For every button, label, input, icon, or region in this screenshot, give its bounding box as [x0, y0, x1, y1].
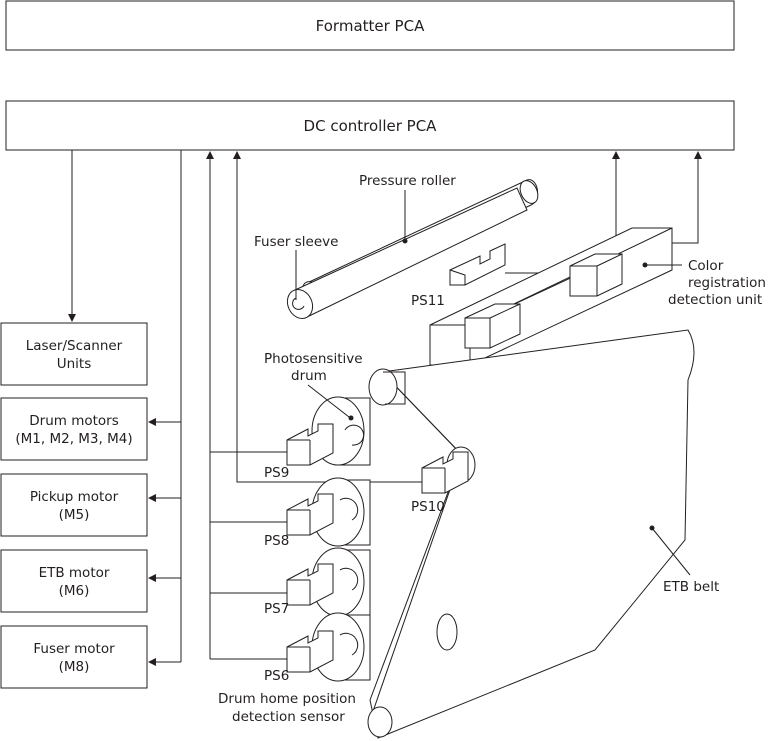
color-registration-line — [672, 151, 702, 244]
drum-motors-box: Drum motors (M1, M2, M3, M4) — [0, 397, 148, 461]
color-registration-label-line2: registration — [688, 275, 766, 291]
drum-motors-label-line1: Drum motors — [29, 413, 119, 429]
etb-motor-box: ETB motor (M6) — [0, 549, 148, 613]
fuser-assembly — [286, 179, 539, 320]
ps11-label: PS11 — [411, 293, 445, 309]
pickup-motor-box: Pickup motor (M5) — [0, 473, 148, 537]
etb-roller-lower — [436, 613, 458, 651]
laser-scanner-label-line2: Units — [57, 356, 92, 372]
drum-home-sensor-label-line2: detection sensor — [232, 709, 345, 725]
ps8-sensor — [286, 493, 334, 536]
photosensitive-drum-label-line2: drum — [291, 368, 327, 384]
fuser-motor-label-line2: (M8) — [59, 659, 90, 675]
pickup-motor-label-line2: (M5) — [59, 507, 90, 523]
ps6-sensor — [286, 630, 334, 673]
fuser-motor-label-line1: Fuser motor — [33, 641, 115, 657]
etb-motor-label-line1: ETB motor — [39, 565, 110, 581]
ps7-label: PS7 — [264, 601, 289, 617]
laser-scanner-box: Laser/Scanner Units — [0, 322, 148, 386]
pressure-roller-label: Pressure roller — [359, 173, 456, 189]
dc-controller-pca-box: DC controller PCA — [5, 100, 735, 151]
formatter-pca-label: Formatter PCA — [316, 17, 425, 35]
ps8-label: PS8 — [264, 533, 289, 549]
fuser-motor-box: Fuser motor (M8) — [0, 625, 148, 689]
etb-roller-bottom — [367, 706, 393, 738]
ps10-label: PS10 — [411, 499, 445, 515]
color-registration-unit — [429, 227, 682, 366]
connection-lines — [68, 150, 702, 666]
etb-belt — [367, 329, 695, 739]
fuser-sleeve-rotation-icon — [292, 297, 305, 310]
ps10-sensor — [421, 451, 469, 494]
laser-scanner-label-line1: Laser/Scanner — [26, 338, 123, 354]
dc-controller-pca-label: DC controller PCA — [304, 117, 438, 135]
drum-home-sensor-label-line1: Drum home position — [218, 691, 356, 707]
fuser-sleeve — [286, 187, 528, 320]
formatter-pca-box: Formatter PCA — [5, 0, 735, 51]
etb-motor-label-line2: (M6) — [59, 583, 90, 599]
ps6-label: PS6 — [264, 668, 289, 684]
fuser-sleeve-label: Fuser sleeve — [254, 234, 338, 250]
ps9-label: PS9 — [264, 465, 289, 481]
ps11-sensor — [449, 243, 506, 286]
pickup-motor-label-line1: Pickup motor — [30, 489, 119, 505]
color-registration-label-line3: detection unit — [668, 292, 762, 308]
ps7-sensor — [286, 563, 334, 606]
etb-roller-top — [368, 368, 398, 406]
color-registration-label-line1: Color — [688, 258, 724, 274]
ps9-sensor — [286, 423, 334, 466]
drum-motors-label-line2: (M1, M2, M3, M4) — [15, 431, 132, 447]
photosensitive-drum-label-line1: Photosensitive — [264, 351, 363, 367]
etb-belt-label: ETB belt — [663, 579, 719, 595]
